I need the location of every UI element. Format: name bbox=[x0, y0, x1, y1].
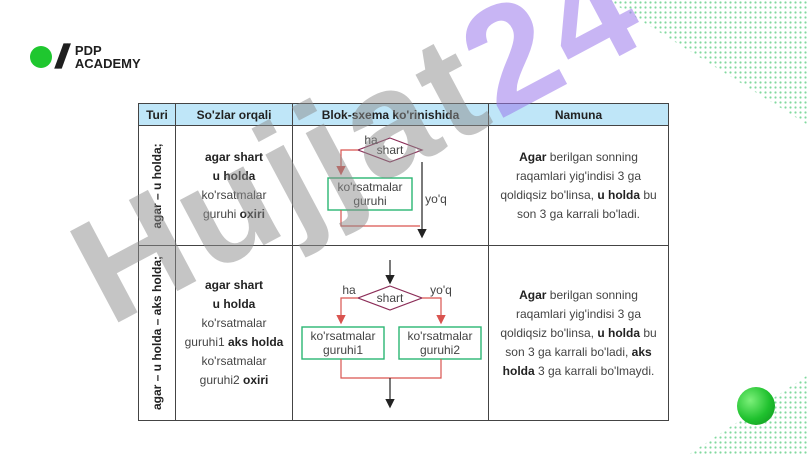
condition-diamond bbox=[356, 137, 424, 163]
no-label: yo'q bbox=[430, 283, 452, 297]
words-line: guruhi1 aks holda bbox=[184, 335, 284, 349]
dotted-decoration-bottom-right bbox=[688, 375, 808, 455]
condition-label: shart bbox=[377, 291, 404, 305]
instruction-block-1 bbox=[301, 326, 385, 360]
block2-line-1: ko'rsatmalar bbox=[408, 329, 473, 343]
logo-line-1: PDP bbox=[74, 43, 102, 58]
condition-diamond bbox=[356, 285, 424, 311]
pdp-academy-logo: // PDP ACADEMY bbox=[30, 38, 141, 76]
row-type-label: agar – u holda; bbox=[150, 142, 164, 229]
merge-line bbox=[340, 210, 420, 227]
block-line-2: guruhi bbox=[353, 194, 386, 208]
flowchart-if-then: shart ha ko'rsatmalar guruhi yo'q bbox=[327, 133, 447, 239]
header-flowchart: Blok-sxema ko'rinishida bbox=[292, 103, 489, 126]
sample-cell: Agar berilgan sonning raqamlari yig'indi… bbox=[488, 125, 669, 246]
words-line: u holda bbox=[212, 168, 256, 183]
block-line-1: ko'rsatmalar bbox=[338, 180, 403, 194]
no-arrow bbox=[422, 297, 446, 325]
yes-label: ha bbox=[342, 283, 356, 297]
instruction-block bbox=[327, 177, 413, 211]
words-line: ko'rsatmalar bbox=[201, 316, 267, 330]
header-sample: Namuna bbox=[488, 103, 669, 126]
merge-line bbox=[340, 359, 442, 379]
condition-label: shart bbox=[377, 143, 404, 157]
row-type-cell: agar – u holda – aks holda; bbox=[138, 245, 176, 421]
block1-line-2: guruhi1 bbox=[323, 343, 363, 357]
table-header-row: Turi So'zlar orqali Blok-sxema ko'rinish… bbox=[138, 103, 669, 126]
words-line: agar shart bbox=[204, 149, 264, 164]
block1-line-1: ko'rsatmalar bbox=[311, 329, 376, 343]
yes-arrow bbox=[336, 297, 358, 325]
block2-line-2: guruhi2 bbox=[420, 343, 460, 357]
yes-arrow bbox=[336, 149, 358, 176]
words-cell: agar shart u holda ko'rsatmalar guruhi1 … bbox=[175, 245, 293, 421]
sample-cell: Agar berilgan sonning raqamlari yig'indi… bbox=[488, 245, 669, 421]
logo-green-dot-icon bbox=[30, 46, 52, 68]
yes-label: ha bbox=[364, 133, 378, 147]
logo-line-2: ACADEMY bbox=[74, 56, 141, 71]
row-type-label: agar – u holda – aks holda; bbox=[150, 255, 164, 411]
flowchart-if-then-else: shart ha yo'q ko'rsatmalar guruhi1 ko'rs… bbox=[301, 260, 482, 409]
instruction-block-2 bbox=[398, 326, 482, 360]
flowchart-cell: shart ha yo'q ko'rsatmalar guruhi1 ko'rs… bbox=[292, 245, 489, 421]
words-line: ko'rsatmalar bbox=[201, 187, 267, 202]
logo-text: PDP ACADEMY bbox=[75, 44, 141, 70]
table-row: agar – u holda – aks holda; agar shart u… bbox=[138, 245, 669, 421]
words-line: agar shart bbox=[204, 278, 264, 292]
conditional-algorithm-table: Turi So'zlar orqali Blok-sxema ko'rinish… bbox=[138, 103, 669, 421]
header-type: Turi bbox=[138, 103, 176, 126]
flowchart-cell: shart ha ko'rsatmalar guruhi yo'q bbox=[292, 125, 489, 246]
row-type-cell: agar – u holda; bbox=[138, 125, 176, 246]
header-words: So'zlar orqali bbox=[175, 103, 293, 126]
words-line: u holda bbox=[212, 297, 256, 311]
no-label: yo'q bbox=[425, 192, 447, 206]
words-line: ko'rsatmalar bbox=[201, 354, 267, 368]
green-ball-icon bbox=[737, 387, 775, 425]
logo-slashes-icon: // bbox=[52, 38, 67, 76]
words-line: guruhi oxiri bbox=[202, 206, 266, 221]
table-row: agar – u holda; agar shart u holda ko'rs… bbox=[138, 125, 669, 246]
words-cell: agar shart u holda ko'rsatmalar guruhi o… bbox=[175, 125, 293, 246]
words-line: guruhi2 oxiri bbox=[199, 373, 269, 387]
